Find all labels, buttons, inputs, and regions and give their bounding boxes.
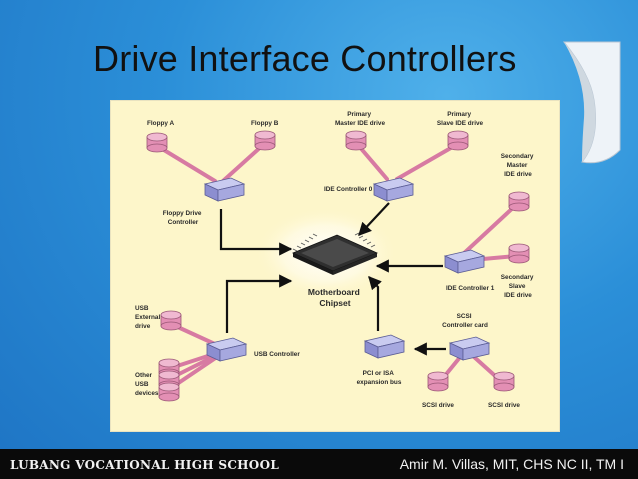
scsi-drive-2 bbox=[493, 371, 515, 392]
scsi-drive-2-label: SCSI drive bbox=[488, 402, 520, 409]
floppy-b-drive bbox=[254, 130, 276, 151]
school-name: LUBANG VOCATIONAL HIGH SCHOOL bbox=[10, 458, 280, 472]
ide-controller-1-box bbox=[443, 249, 486, 274]
primary-master-label: Primary Master IDE drive bbox=[335, 111, 386, 127]
primary-slave-label: Primary Slave IDE drive bbox=[437, 111, 484, 127]
usb-controller-box bbox=[205, 337, 248, 362]
primary-slave-drive bbox=[447, 130, 469, 151]
bus-arrows bbox=[219, 202, 446, 356]
primary-master-drive bbox=[345, 130, 367, 151]
secondary-slave-drive bbox=[508, 243, 530, 264]
usb-external-drive bbox=[160, 310, 182, 331]
floppy-drive-controller-box bbox=[203, 177, 246, 202]
floppy-a-drive bbox=[146, 132, 168, 153]
scsi-controller-card-label: SCSI Controller card bbox=[442, 313, 488, 329]
motherboard-chip bbox=[291, 232, 379, 275]
secondary-master-label: Secondary Master IDE drive bbox=[501, 153, 535, 178]
ide-controller-1-label: IDE Controller 1 bbox=[446, 285, 495, 292]
secondary-master-drive bbox=[508, 191, 530, 212]
floppy-controller-label: Floppy Drive Controller bbox=[163, 210, 204, 226]
scsi-drive-1 bbox=[427, 371, 449, 392]
usb-external-drive-label: USB External drive bbox=[135, 305, 162, 330]
floppy-a-label: Floppy A bbox=[147, 120, 174, 127]
floppy-b-label: Floppy B bbox=[251, 120, 279, 127]
secondary-slave-label: Secondary Slave IDE drive bbox=[501, 274, 535, 299]
page-curl-decoration bbox=[562, 41, 621, 164]
author-credit: Amir M. Villas, MIT, CHS NC II, TM I bbox=[399, 456, 624, 472]
diagram-figure: Floppy A Floppy B Floppy Drive Controlle… bbox=[111, 101, 559, 431]
drive-controller-diagram: Floppy A Floppy B Floppy Drive Controlle… bbox=[135, 111, 535, 409]
pci-bus-label: PCI or ISA expansion bus bbox=[357, 370, 402, 386]
footer-bar: LUBANG VOCATIONAL HIGH SCHOOL Amir M. Vi… bbox=[0, 449, 638, 479]
pci-bus-box bbox=[363, 334, 406, 359]
slide-title: Drive Interface Controllers bbox=[93, 38, 517, 79]
scsi-controller-card-box bbox=[448, 336, 491, 361]
ide-controller-0-label: IDE Controller 0 bbox=[324, 186, 373, 193]
other-usb-device-3 bbox=[158, 382, 180, 402]
ide-controller-0-box bbox=[372, 177, 415, 202]
other-usb-devices-label: Other USB devices bbox=[135, 372, 159, 397]
usb-controller-label: USB Controller bbox=[254, 351, 300, 358]
scsi-drive-1-label: SCSI drive bbox=[422, 402, 454, 409]
motherboard-chipset-label: Motherboard Chipset bbox=[308, 287, 362, 308]
